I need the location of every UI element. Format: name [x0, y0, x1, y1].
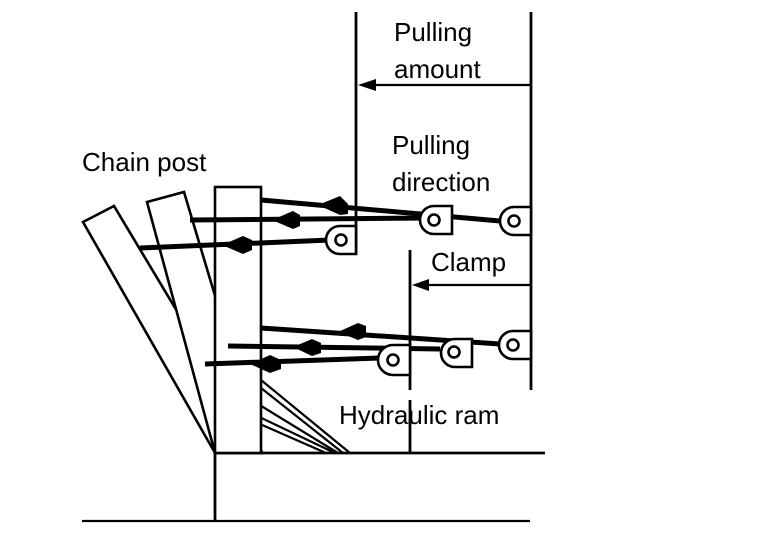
upper-clamps	[324, 204, 533, 256]
guide-lines	[354, 12, 533, 453]
base-frame	[82, 451, 545, 523]
label-pulling-amount-line1: Pulling	[394, 17, 472, 47]
pulling-amount-arrow	[358, 79, 531, 91]
arrowhead-icon	[412, 279, 429, 291]
upper-chains	[139, 196, 501, 254]
label-pulling-direction-line1: Pulling	[392, 130, 470, 160]
pull-arrow-icon	[250, 355, 281, 373]
label-clamp: Clamp	[431, 247, 506, 277]
pull-arrow-icon	[293, 339, 321, 356]
clamp-hole-icon	[507, 214, 521, 228]
clamp-arrow	[412, 279, 531, 291]
chain-post-upright	[213, 185, 263, 455]
fan-line	[260, 387, 344, 454]
clamp-hole-icon	[334, 233, 348, 247]
lower-clamps	[376, 329, 533, 377]
clamp-hole-icon	[506, 338, 520, 352]
label-chain-post: Chain post	[82, 147, 207, 177]
chain-line	[204, 355, 381, 367]
clamp-hole-icon	[427, 213, 441, 227]
label-pulling-amount-line2: amount	[394, 54, 481, 84]
pull-arrow-icon	[338, 323, 366, 340]
pull-arrow-icon	[318, 196, 348, 215]
clamp-hole-icon	[386, 353, 400, 367]
label-pulling-direction-line2: direction	[392, 167, 490, 197]
arrowhead-icon	[358, 79, 376, 91]
chain-line	[260, 197, 501, 224]
clamp-hole-icon	[447, 345, 461, 359]
fan-line	[260, 379, 351, 454]
label-hydraulic-ram: Hydraulic ram	[339, 400, 499, 430]
chain-line	[189, 215, 431, 223]
pull-arrow-icon	[222, 236, 252, 254]
pull-arrow-icon	[272, 211, 300, 229]
